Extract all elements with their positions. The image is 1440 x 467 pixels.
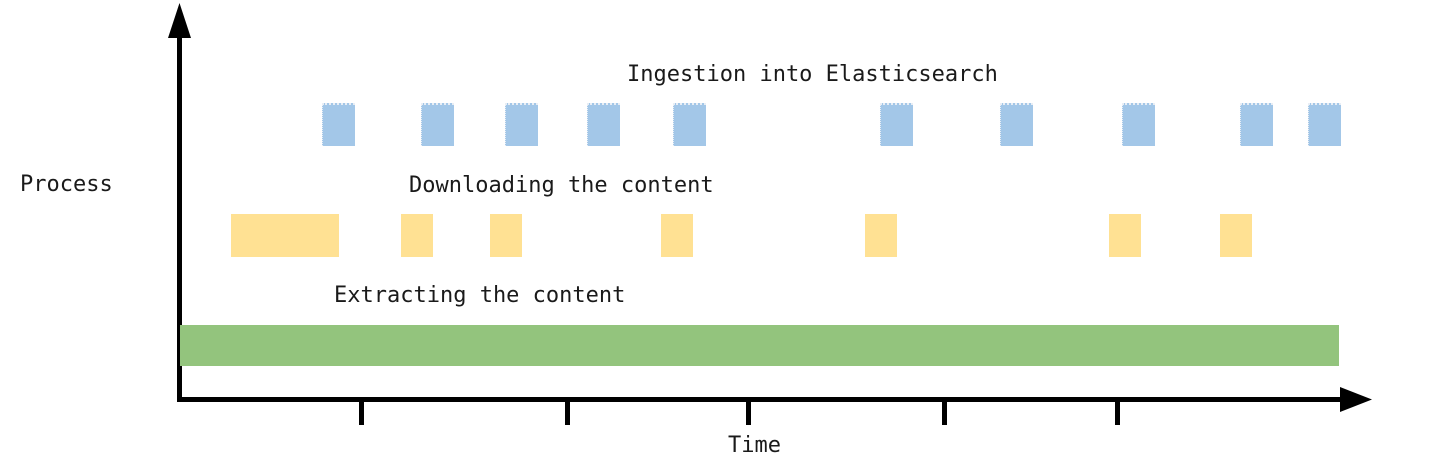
y-axis-arrow-icon: [168, 3, 191, 38]
y-axis-label: Process: [20, 172, 113, 197]
lane-label-ingestion: Ingestion into Elasticsearch: [627, 62, 998, 87]
task-bar-ingestion-6: [880, 103, 913, 146]
task-bar-ingestion-7: [1000, 103, 1033, 146]
x-axis-arrow-icon: [1340, 387, 1372, 412]
task-bar-ingestion-2: [421, 103, 454, 146]
task-bar-ingestion-1: [322, 103, 355, 146]
task-bar-downloading-6: [1109, 214, 1141, 257]
task-bar-downloading-1: [231, 214, 339, 257]
x-axis-ticks: [359, 401, 1120, 425]
task-bar-ingestion-3: [505, 103, 538, 146]
task-bar-ingestion-8: [1122, 103, 1155, 146]
task-bar-downloading-4: [661, 214, 693, 257]
task-bar-downloading-3: [490, 214, 522, 257]
lane-label-downloading: Downloading the content: [409, 173, 714, 198]
task-bar-ingestion-10: [1308, 103, 1341, 146]
task-bar-ingestion-9: [1240, 103, 1273, 146]
task-bar-ingestion-5: [673, 103, 706, 146]
task-bar-downloading-7: [1220, 214, 1252, 257]
task-bar-downloading-5: [865, 214, 897, 257]
task-bar-extracting-1: [180, 325, 1339, 366]
x-axis-label: Time: [728, 433, 781, 458]
task-bar-downloading-2: [401, 214, 433, 257]
task-bar-ingestion-4: [587, 103, 620, 146]
lane-label-extracting: Extracting the content: [334, 283, 626, 308]
